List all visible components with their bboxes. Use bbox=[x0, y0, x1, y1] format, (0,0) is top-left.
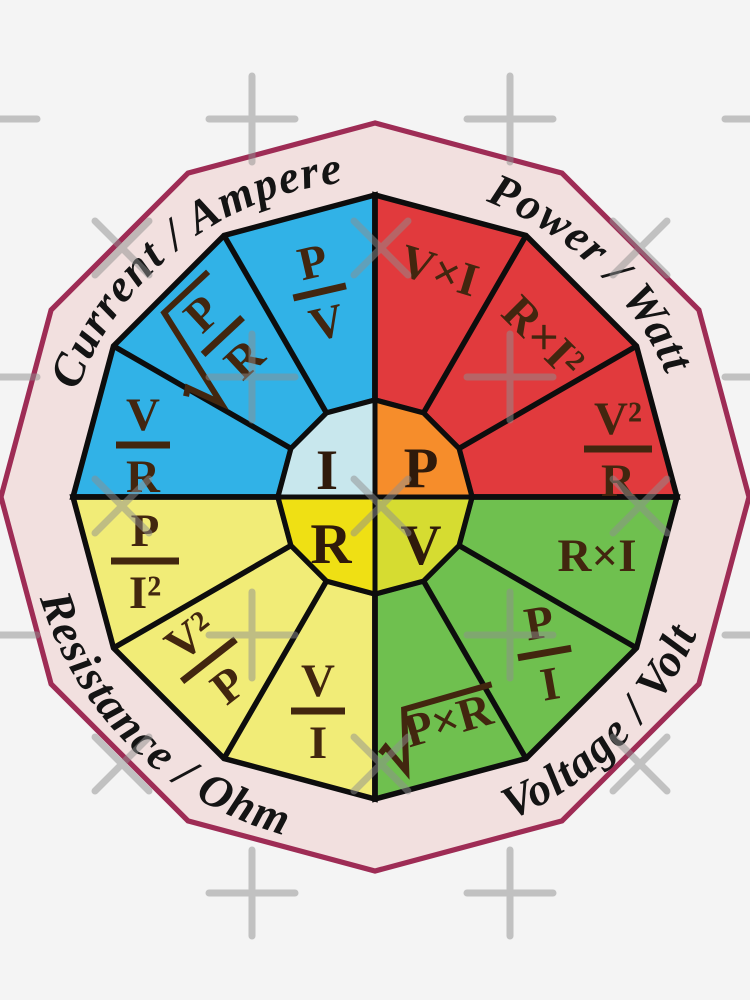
watermark-plus-icon bbox=[205, 72, 299, 166]
sector-divider-line bbox=[457, 543, 638, 651]
radical-sign bbox=[160, 269, 230, 411]
watermark-x-icon bbox=[350, 217, 412, 279]
watermark-plus-icon bbox=[205, 330, 299, 424]
watermark-plus-icon bbox=[0, 115, 41, 123]
fraction-numerator: V bbox=[301, 655, 335, 707]
watermark-plus-icon bbox=[463, 330, 557, 424]
radical-sign bbox=[378, 681, 493, 780]
watermark-x-icon bbox=[91, 217, 153, 279]
watermark-plus-icon bbox=[205, 588, 299, 682]
formula-p-over-i-squared: PI² bbox=[111, 505, 179, 619]
fraction-numerator: V² bbox=[594, 393, 642, 445]
fraction-bar bbox=[292, 282, 347, 302]
sector-divider-line bbox=[421, 234, 529, 415]
hub-letter-V: V bbox=[400, 514, 441, 577]
formula-r-times-i: R×I bbox=[557, 530, 636, 582]
formula-v-over-i: VI bbox=[291, 655, 345, 769]
sector-divider-line bbox=[112, 543, 293, 651]
sector-divider-line bbox=[421, 579, 529, 760]
watermark-x-icon bbox=[609, 217, 671, 279]
watermark-plus-icon bbox=[0, 373, 41, 381]
fraction-denominator: I bbox=[309, 717, 327, 769]
watermark-x-icon bbox=[609, 475, 671, 537]
watermark-plus-icon bbox=[0, 631, 41, 639]
sector-divider-line bbox=[221, 234, 329, 415]
watermark-layer bbox=[0, 72, 750, 940]
fraction-bar bbox=[179, 636, 238, 685]
watermark-plus-icon bbox=[721, 115, 750, 123]
fraction-bar bbox=[517, 644, 572, 662]
fraction-bar bbox=[200, 315, 245, 357]
sector-divider-line bbox=[221, 579, 329, 760]
watermark-plus-icon bbox=[205, 846, 299, 940]
watermark-x-icon bbox=[91, 733, 153, 795]
watermark-x-icon bbox=[350, 733, 412, 795]
watermark-x-icon bbox=[91, 475, 153, 537]
hub-letter-I: I bbox=[316, 439, 338, 502]
watermark-plus-icon bbox=[463, 588, 557, 682]
fraction-numerator: V bbox=[126, 389, 160, 441]
watermark-x-icon bbox=[350, 475, 412, 537]
hub-letter-R: R bbox=[310, 513, 352, 576]
watermark-x-icon bbox=[609, 733, 671, 795]
formula-expression: R×I bbox=[557, 530, 636, 582]
sector-divider-line bbox=[457, 343, 638, 451]
hub-letter-P: P bbox=[404, 437, 439, 500]
fraction-denominator: I² bbox=[129, 567, 161, 619]
formula-p-over-i: PI bbox=[517, 595, 572, 712]
watermark-plus-icon bbox=[463, 72, 557, 166]
watermark-plus-icon bbox=[721, 631, 750, 639]
watermark-plus-icon bbox=[463, 846, 557, 940]
watermark-plus-icon bbox=[721, 373, 750, 381]
